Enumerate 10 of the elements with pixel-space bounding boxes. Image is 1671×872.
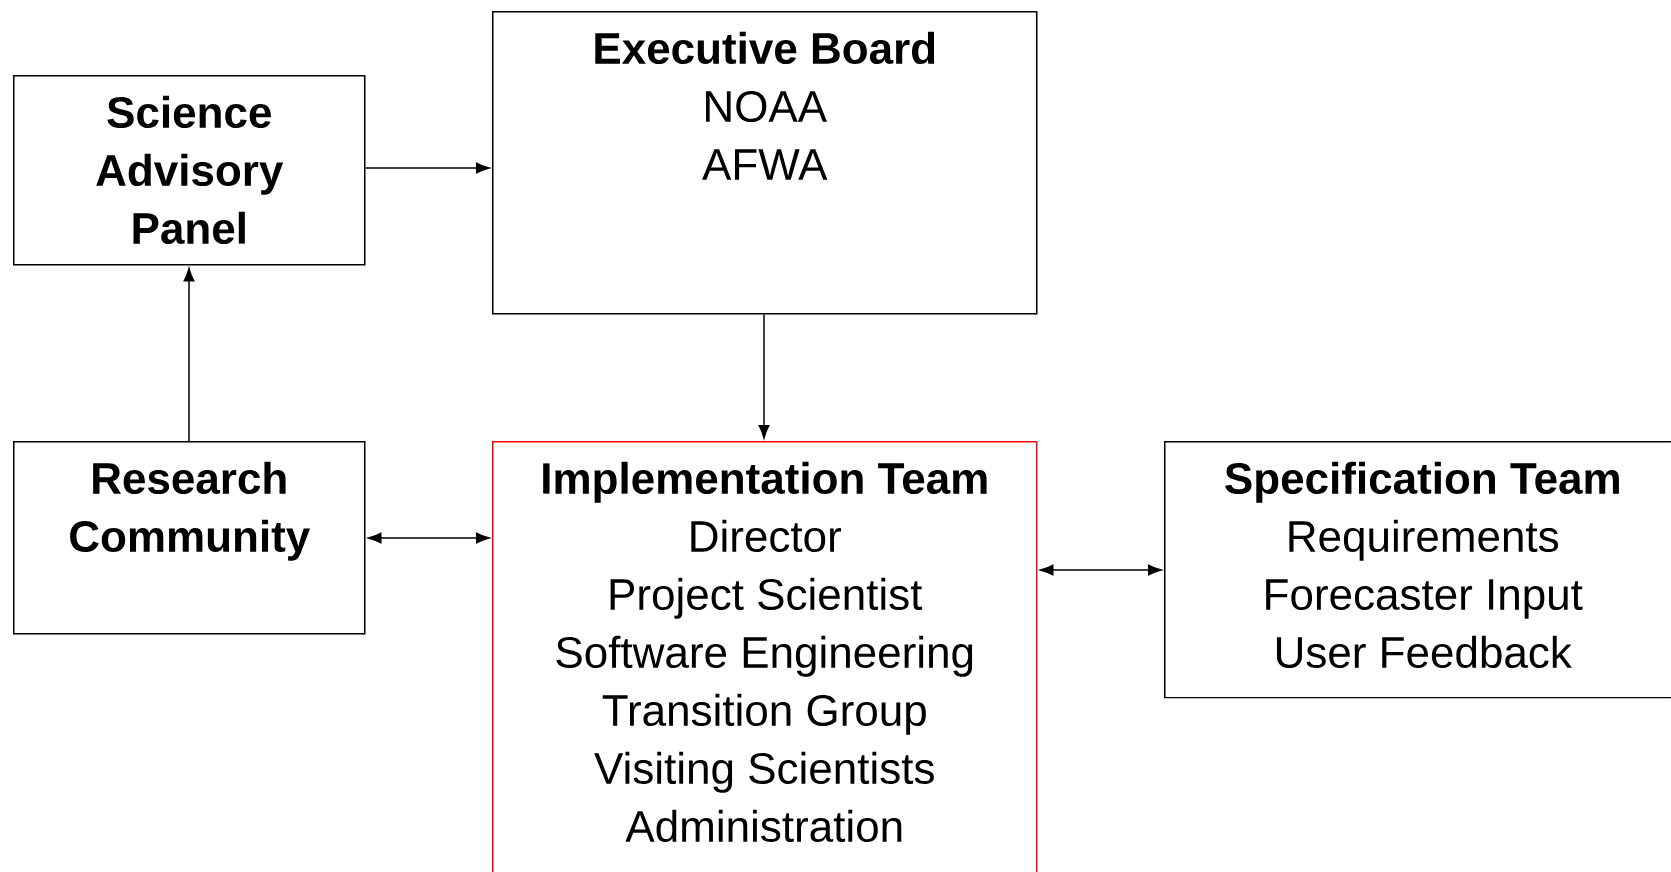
group-box: Science Advisory Panel xyxy=(13,75,366,266)
arrow xyxy=(1039,564,1162,576)
team-box: Specification Team Requirements Forecaster Input User Feedback xyxy=(1164,441,1671,699)
arrow xyxy=(364,162,490,174)
arrow xyxy=(758,313,770,439)
group-box: Research Community xyxy=(13,441,366,635)
team-box: Implementation Team Director Project Scientist Software Engineering Transition Group Visiting Scientists Administration xyxy=(492,441,1038,872)
arrow xyxy=(367,532,490,544)
team-box: Executive Board NOAA AFWA xyxy=(492,11,1038,315)
arrow xyxy=(183,267,195,442)
